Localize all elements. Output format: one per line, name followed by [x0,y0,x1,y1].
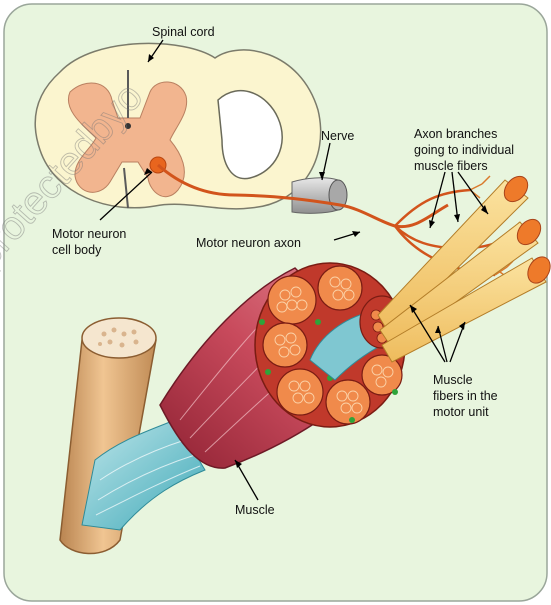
label-nerve: Nerve [321,129,354,143]
label-spinal-cord: Spinal cord [152,25,215,39]
label-cell-body-line2: cell body [52,243,102,257]
label-axon-branches-line2: going to individual [414,143,514,157]
label-motor-neuron-axon: Motor neuron axon [196,236,301,250]
label-axon-branches-line3: muscle fibers [414,159,488,173]
label-muscle-fibers-line1: Muscle [433,373,473,387]
nerve-stump [292,178,347,213]
label-muscle-fibers-line2: fibers in the [433,389,498,403]
label-cell-body-line1: Motor neuron [52,227,126,241]
label-muscle-fibers-line3: motor unit [433,405,489,419]
label-axon-branches-line1: Axon branches [414,127,497,141]
label-muscle: Muscle [235,503,275,517]
